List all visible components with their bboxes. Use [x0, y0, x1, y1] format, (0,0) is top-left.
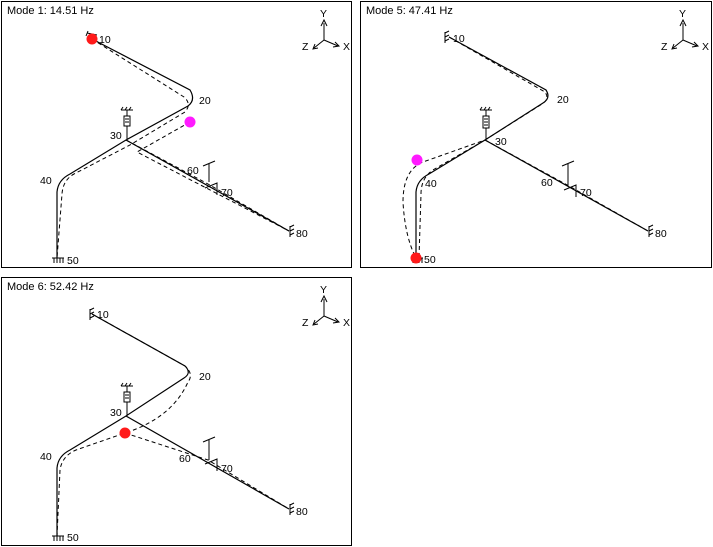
anchor-50-icon: [52, 257, 64, 263]
guide-70-icon: [204, 458, 218, 471]
deformed-branch-2: [135, 121, 290, 232]
node-label-60: 60: [187, 165, 199, 177]
node-label-30: 30: [495, 136, 507, 148]
axis-triad: [312, 294, 341, 326]
node-label-80: 80: [655, 228, 667, 240]
guide-70-icon: [563, 184, 577, 197]
deformed-pipe: [56, 313, 191, 537]
node-label-50: 50: [67, 255, 79, 267]
axis-y-label: Y: [320, 8, 327, 20]
axis-triad: [312, 18, 341, 50]
node-label-80: 80: [296, 506, 308, 518]
node-label-40: 40: [40, 175, 52, 187]
guide-60-icon: [202, 160, 216, 182]
node-label-20: 20: [199, 95, 211, 107]
deformed-branch: [484, 139, 649, 232]
anchor-10-icon: [89, 307, 95, 320]
mode-6-panel: Mode 6: 52.42 Hz Y Z X: [1, 277, 352, 546]
mode-1-title: Mode 1: 14.51 Hz: [7, 5, 94, 17]
mode-5-title: Mode 5: 47.41 Hz: [366, 5, 453, 17]
axis-z-label: Z: [302, 41, 309, 53]
undeformed-branch: [125, 139, 290, 232]
spring-hanger-icon: [479, 106, 492, 140]
node-label-60: 60: [541, 177, 553, 189]
undeformed-pipe: [56, 38, 194, 258]
guide-70-icon: [204, 182, 218, 195]
mode-5-diagram: Y Z X: [402, 8, 709, 266]
mode-5-panel: Mode 5: 47.41 Hz Y Z X: [360, 1, 712, 268]
node-label-50: 50: [424, 254, 436, 266]
node-label-10: 10: [97, 309, 109, 321]
axis-x-label: X: [702, 41, 709, 53]
spring-hanger-icon: [120, 382, 133, 416]
node-label-40: 40: [425, 178, 437, 190]
undeformed-pipe: [415, 36, 549, 258]
node-label-10: 10: [99, 34, 111, 46]
node-label-50: 50: [67, 532, 79, 544]
mode-6-diagram: Y Z X: [40, 284, 350, 544]
mode-6-title: Mode 6: 52.42 Hz: [7, 281, 94, 293]
axis-y-label: Y: [320, 284, 327, 296]
node-label-10: 10: [453, 33, 465, 45]
node-label-70: 70: [580, 187, 592, 199]
node-label-30: 30: [110, 130, 122, 142]
guide-60-icon: [561, 160, 575, 186]
axis-triad: [671, 18, 700, 50]
axis-x-label: X: [343, 41, 350, 53]
node-label-80: 80: [296, 228, 308, 240]
node-label-20: 20: [557, 94, 569, 106]
deformed-pipe: [402, 36, 548, 259]
max-displacement-marker: [86, 33, 98, 45]
node-label-30: 30: [110, 407, 122, 419]
anchor-10-icon: [444, 30, 450, 43]
mode-1-diagram: Y Z X: [40, 8, 350, 267]
node-label-60: 60: [179, 453, 191, 465]
axis-z-label: Z: [661, 41, 668, 53]
spring-hanger-icon: [120, 106, 133, 140]
node-label-70: 70: [221, 463, 233, 475]
max-displacement-marker: [410, 252, 422, 264]
max-displacement-marker: [119, 427, 131, 439]
axis-x-label: X: [343, 317, 350, 329]
deformed-branch: [124, 432, 290, 510]
guide-60-icon: [202, 436, 216, 460]
mode-1-panel: Mode 1: 14.51 Hz Y Z X: [1, 1, 352, 268]
node-label-40: 40: [40, 451, 52, 463]
deformed-pipe-2: [418, 139, 486, 259]
axis-y-label: Y: [679, 8, 686, 20]
anchor-50-icon: [52, 535, 64, 541]
anchor-80-icon: [648, 224, 654, 237]
node-label-20: 20: [199, 371, 211, 383]
node-label-70: 70: [221, 187, 233, 199]
secondary-marker: [411, 154, 423, 166]
deformed-branch: [125, 139, 290, 232]
anchor-80-icon: [289, 224, 295, 237]
anchor-80-icon: [289, 502, 295, 515]
deformed-pipe: [56, 38, 189, 259]
secondary-marker: [184, 116, 196, 128]
undeformed-pipe: [56, 313, 189, 536]
axis-z-label: Z: [302, 317, 309, 329]
